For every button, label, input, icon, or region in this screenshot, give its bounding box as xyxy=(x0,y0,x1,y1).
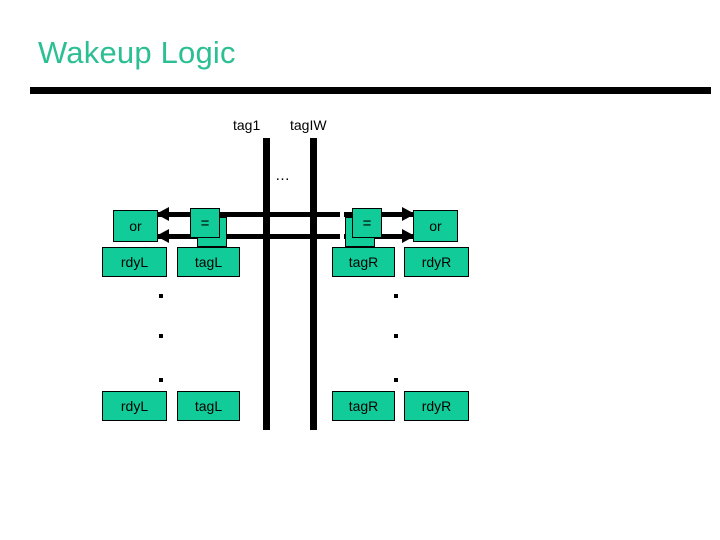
wire-left-lower xyxy=(128,234,340,239)
entry-rdyr-top: rdyR xyxy=(404,247,469,277)
ellipsis-dot-right-2 xyxy=(394,334,398,338)
arrowhead-right-upper-icon xyxy=(402,207,415,221)
entry-tagl-bottom: tagL xyxy=(177,391,240,421)
page-title: Wakeup Logic xyxy=(38,35,236,70)
bus-label-tagiw: tagIW xyxy=(290,117,327,133)
comparator-right: = xyxy=(352,208,382,238)
ellipsis-dot-left-3 xyxy=(159,378,163,382)
arrowhead-left-upper-icon xyxy=(156,207,169,221)
tag-broadcast-bus-tag1 xyxy=(263,138,270,430)
wire-left-upper xyxy=(128,212,340,217)
entry-tagr-bottom: tagR xyxy=(332,391,395,421)
or-gate-left: or xyxy=(113,210,158,242)
or-gate-right: or xyxy=(413,210,458,242)
title-divider xyxy=(30,87,711,94)
wire-right-lower xyxy=(344,234,448,239)
ellipsis-dot-left-2 xyxy=(159,334,163,338)
bus-ellipsis: … xyxy=(275,167,292,184)
ellipsis-dot-right-3 xyxy=(394,378,398,382)
entry-rdyr-bottom: rdyR xyxy=(404,391,469,421)
ellipsis-dot-right-1 xyxy=(394,294,398,298)
ellipsis-dot-left-1 xyxy=(159,294,163,298)
tag-broadcast-bus-tagiw xyxy=(310,138,317,430)
wire-right-upper xyxy=(344,212,448,217)
entry-rdyl-bottom: rdyL xyxy=(102,391,167,421)
arrowhead-left-lower-icon xyxy=(156,229,169,243)
arrowhead-right-lower-icon xyxy=(402,229,415,243)
entry-rdyl-top: rdyL xyxy=(102,247,167,277)
entry-tagl-top: tagL xyxy=(177,247,240,277)
entry-tagr-top: tagR xyxy=(332,247,395,277)
comparator-left: = xyxy=(190,208,220,238)
bus-label-tag1: tag1 xyxy=(233,117,261,133)
